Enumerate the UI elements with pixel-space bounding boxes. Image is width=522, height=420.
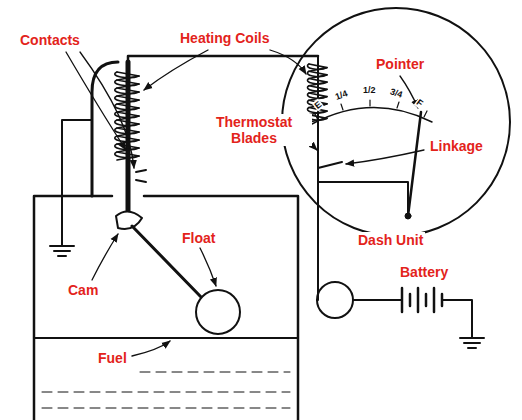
part-label: Thermostat Blades: [196, 114, 312, 146]
part-label: Float: [180, 230, 217, 246]
coil-winding: [115, 80, 139, 86]
cam: [116, 211, 142, 228]
dial-scale: [312, 107, 432, 124]
coil-winding: [307, 86, 327, 91]
coil-winding: [115, 104, 139, 110]
coil-winding: [115, 96, 139, 102]
ground-symbol: [50, 246, 74, 256]
coil-winding: [115, 120, 139, 126]
pointer-needle: [408, 112, 421, 216]
contacts: [136, 170, 146, 182]
ground-wire: [442, 300, 472, 338]
dash-unit-housing: [282, 8, 510, 236]
scale-mark: 1/2: [362, 85, 377, 95]
float: [196, 290, 240, 334]
coil-winding: [307, 79, 327, 84]
ignition-switch: [317, 282, 353, 318]
dash-thermostat-blade: [318, 56, 408, 218]
part-label: Linkage: [428, 138, 485, 154]
scale-mark: F: [414, 97, 426, 109]
ground-symbol: [460, 338, 484, 348]
scale-mark: 3/4: [388, 86, 405, 100]
part-label: Battery: [398, 264, 450, 280]
scale-mark: 1/4: [333, 88, 350, 102]
part-label: Dash Unit: [356, 232, 425, 248]
coil-winding: [115, 144, 139, 150]
battery-symbol: [402, 288, 442, 312]
part-label: Pointer: [374, 56, 426, 72]
fuel-tank: [34, 196, 298, 420]
coil-winding: [115, 128, 139, 134]
coil-winding: [115, 152, 139, 158]
part-label: Heating Coils: [178, 30, 271, 46]
fuel-body: [42, 372, 290, 408]
linkage-arm: [318, 162, 342, 168]
supply-wire: [317, 182, 318, 300]
coil-winding: [115, 88, 139, 94]
supply-wire: [353, 299, 402, 301]
part-label: Fuel: [96, 350, 129, 366]
coil-winding: [307, 64, 327, 69]
ground-wire: [62, 120, 92, 246]
part-label: Contacts: [18, 32, 82, 48]
leader-lines: [66, 50, 424, 356]
coil-winding: [115, 72, 139, 78]
dial-ticks: [315, 100, 427, 120]
part-label: Cam: [66, 282, 100, 298]
fuel-surface: [34, 337, 298, 339]
coil-winding: [307, 71, 327, 76]
